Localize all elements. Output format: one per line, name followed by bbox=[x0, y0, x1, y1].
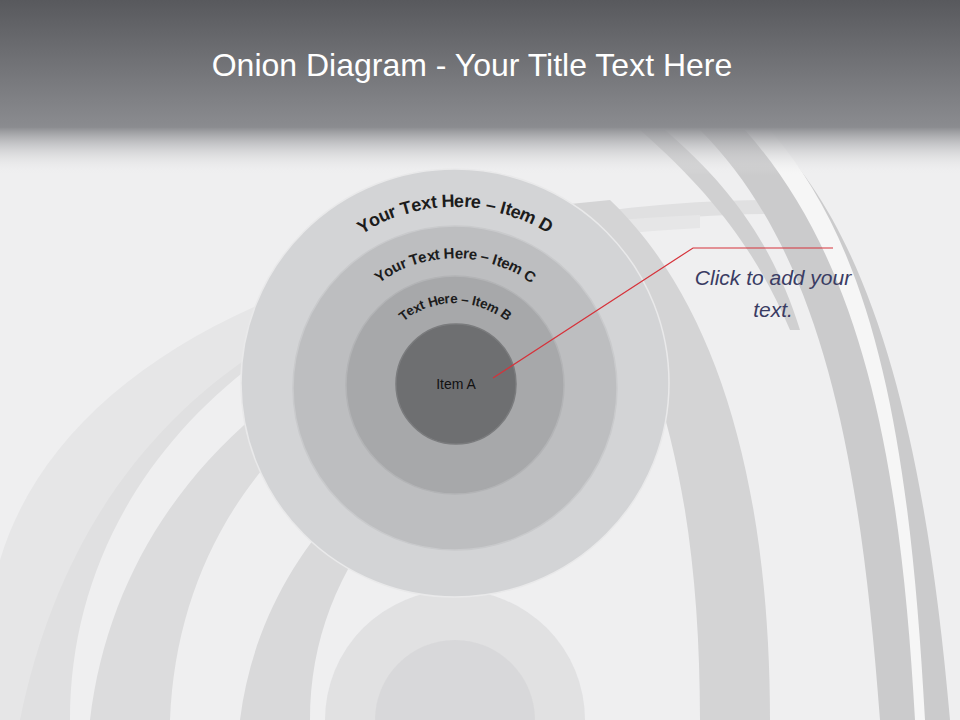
onion-ring: Item A bbox=[395, 323, 517, 445]
arc-letter: r bbox=[444, 292, 450, 306]
callout-text: Click to add your text. bbox=[693, 262, 853, 325]
arc-letter: – bbox=[485, 195, 498, 215]
arc-letter: e bbox=[454, 192, 464, 210]
arc-letter: e bbox=[470, 193, 482, 212]
ring-label: Item A bbox=[436, 376, 476, 393]
onion-ring: Text Here – Item B Item A bbox=[345, 275, 565, 495]
ring-label: Your Text Here – Item D bbox=[346, 188, 564, 238]
arc-letter: t bbox=[434, 246, 441, 262]
title-text: Onion Diagram - Your Title Text Here bbox=[0, 46, 944, 84]
arc-letter: – bbox=[461, 292, 470, 306]
onion-ring: Your Text Here – Item CText Here – Item … bbox=[292, 225, 618, 551]
arc-letter: – bbox=[479, 248, 490, 264]
arc-letter: e bbox=[468, 246, 478, 262]
ring-label: Text Here – Item B bbox=[390, 290, 519, 326]
arc-letter: H bbox=[441, 192, 455, 210]
arc-letter: C bbox=[521, 266, 538, 284]
arc-letter: D bbox=[536, 214, 556, 236]
ring-label: Your Text Here – Item C bbox=[365, 243, 545, 287]
arc-letter: H bbox=[443, 245, 454, 260]
arc-letter: B bbox=[498, 307, 514, 324]
arc-letter: e bbox=[454, 245, 463, 260]
onion-ring: Your Text Here – Item DYour Text Here – … bbox=[240, 168, 670, 598]
arc-letter: e bbox=[450, 292, 458, 306]
